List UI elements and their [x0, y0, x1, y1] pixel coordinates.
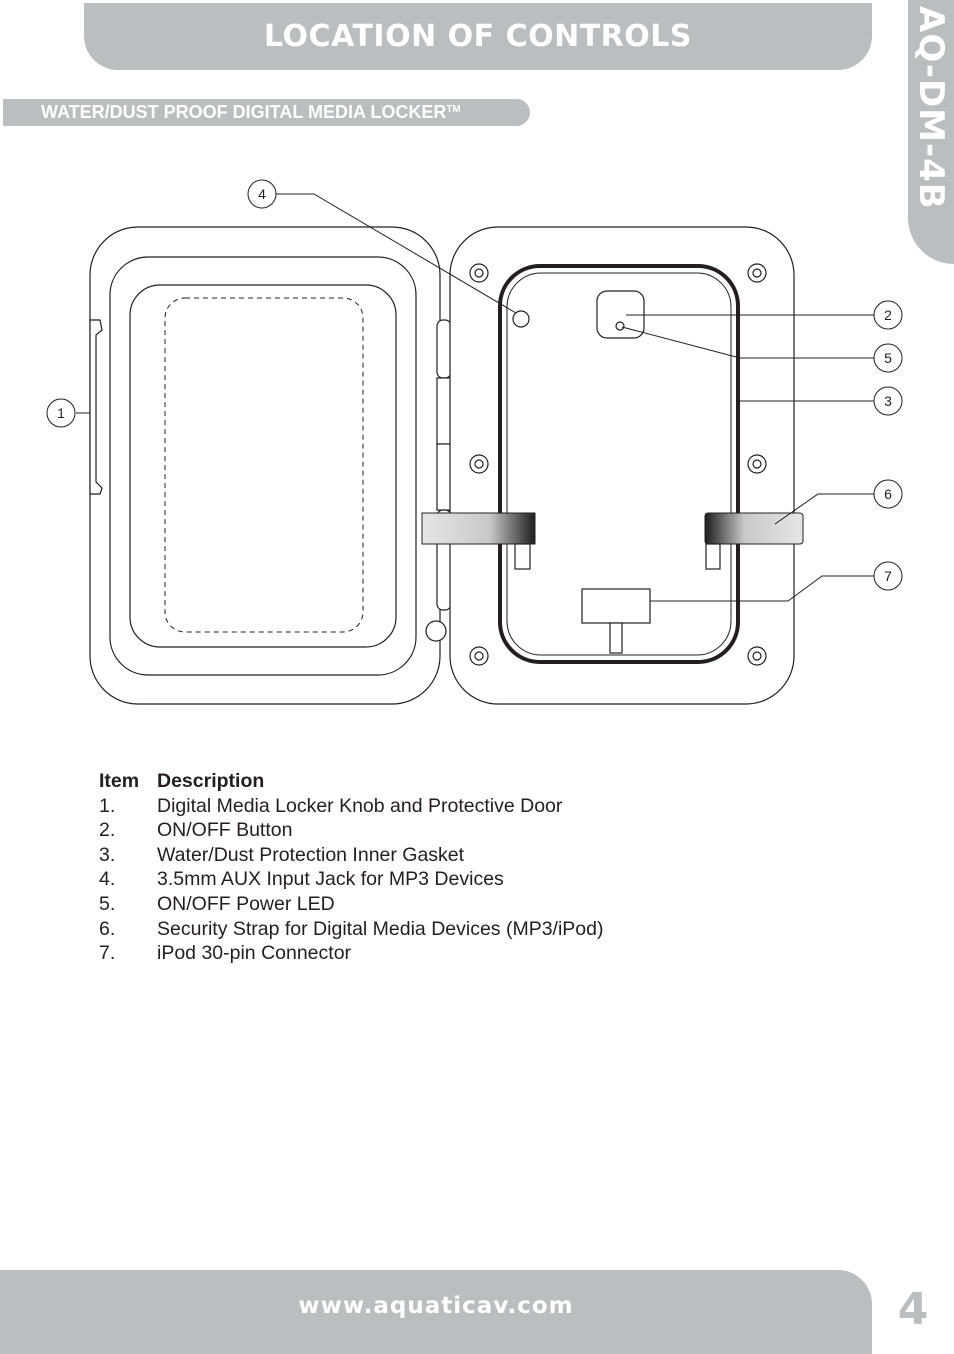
callout-4-label: 4	[258, 186, 266, 202]
footer-bar: www.aquaticav.com	[0, 1270, 872, 1354]
table-row: 6. Security Strap for Digital Media Devi…	[99, 917, 604, 942]
item-number: 1.	[99, 794, 116, 817]
item-description: Water/Dust Protection Inner Gasket	[157, 843, 465, 866]
inner-gasket	[498, 264, 740, 664]
aux-input-jack	[512, 310, 530, 328]
trademark-mark: TM	[446, 104, 461, 115]
item-number: 5.	[99, 892, 116, 915]
callout-1: 1	[46, 398, 76, 428]
table-row: 4. 3.5mm AUX Input Jack for MP3 Devices	[99, 867, 604, 892]
callout-6-label: 6	[884, 486, 892, 502]
page-number: 4	[897, 1284, 929, 1335]
callout-5: 5	[873, 343, 903, 373]
item-number: 4.	[99, 868, 116, 891]
screw-holes	[469, 263, 767, 666]
callout-4: 4	[247, 179, 277, 209]
section-title: WATER/DUST PROOF DIGITAL MEDIA LOCKERTM	[41, 102, 461, 122]
protective-door	[89, 226, 441, 705]
locker-diagram: 1 4 2 5 3 6 7	[46, 179, 903, 705]
ipod-connector	[581, 588, 651, 654]
website-url: www.aquaticav.com	[298, 1293, 574, 1319]
model-name: AQ-DM-4B	[911, 6, 951, 210]
item-number: 6.	[99, 917, 116, 940]
callout-3-label: 3	[884, 393, 892, 409]
locker-base	[421, 226, 804, 705]
table-row: 3. Water/Dust Protection Inner Gasket	[99, 843, 604, 868]
callout-6: 6	[873, 479, 903, 509]
door-knob	[89, 319, 103, 495]
callout-1-label: 1	[57, 405, 65, 421]
power-led	[615, 321, 625, 331]
item-description: ON/OFF Power LED	[157, 892, 335, 915]
item-description: ON/OFF Button	[157, 819, 293, 842]
callout-5-label: 5	[884, 350, 892, 366]
callout-2-label: 2	[884, 307, 892, 323]
page-title: LOCATION OF CONTROLS	[264, 19, 692, 54]
description-column-header: Description	[157, 770, 265, 792]
item-description: Digital Media Locker Knob and Protective…	[157, 794, 563, 817]
item-description: iPod 30-pin Connector	[157, 942, 352, 965]
callout-7: 7	[873, 561, 903, 591]
item-description: Security Strap for Digital Media Devices…	[157, 917, 604, 940]
callout-3: 3	[873, 386, 903, 416]
section-header: WATER/DUST PROOF DIGITAL MEDIA LOCKERTM	[3, 99, 530, 126]
table-row: 7. iPod 30-pin Connector	[99, 941, 604, 966]
table-row: 5. ON/OFF Power LED	[99, 892, 604, 917]
item-description: 3.5mm AUX Input Jack for MP3 Devices	[157, 868, 504, 891]
header-banner: LOCATION OF CONTROLS	[84, 3, 872, 70]
item-number: 2.	[99, 819, 116, 842]
table-row: 1. Digital Media Locker Knob and Protect…	[99, 794, 604, 819]
callout-2: 2	[873, 300, 903, 330]
items-table: Item Description 1. Digital Media Locker…	[99, 769, 604, 966]
item-number: 7.	[99, 942, 116, 965]
item-number: 3.	[99, 843, 116, 866]
items-header-row: Item Description	[99, 769, 604, 794]
security-strap	[421, 512, 804, 570]
callout-7-label: 7	[884, 568, 892, 584]
model-side-tab: AQ-DM-4B	[908, 0, 954, 264]
table-row: 2. ON/OFF Button	[99, 818, 604, 843]
item-column-header: Item	[99, 770, 140, 792]
